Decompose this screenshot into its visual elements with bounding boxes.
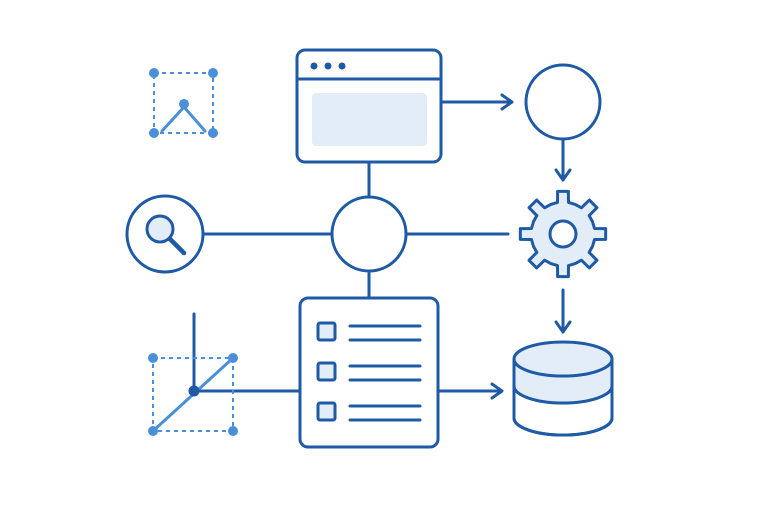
vertex-handle xyxy=(179,99,189,109)
arrowhead-checklist-database xyxy=(490,382,504,400)
database-band xyxy=(514,359,612,403)
selection-handle xyxy=(149,68,159,78)
magnifier-lens xyxy=(145,214,175,244)
window-content-area xyxy=(312,93,427,146)
checklist-row xyxy=(316,321,422,342)
checklist-row xyxy=(316,401,422,422)
window-dot xyxy=(338,62,346,70)
browser-window-icon xyxy=(295,48,443,164)
database-top xyxy=(512,340,614,378)
magnifier-handle xyxy=(167,236,187,256)
selection-handle xyxy=(228,353,238,363)
selection-handle xyxy=(208,68,218,78)
checklist-icon xyxy=(298,296,440,449)
search-icon xyxy=(125,194,205,274)
vector-selection-icon xyxy=(149,68,218,138)
gear-hole xyxy=(548,219,578,249)
arrowhead-output-gear xyxy=(554,168,572,182)
window-dot xyxy=(324,62,332,70)
vector-line-icon xyxy=(148,312,238,436)
arrowhead-gear-database xyxy=(554,320,572,334)
connectors xyxy=(192,93,572,400)
window-dot xyxy=(310,62,318,70)
database-icon xyxy=(512,340,614,437)
anchor-point xyxy=(188,385,200,397)
gear-icon xyxy=(518,189,608,279)
selection-handle xyxy=(149,128,159,138)
selection-handle xyxy=(148,353,158,363)
selection-handle xyxy=(148,426,158,436)
arrowhead-browser-output xyxy=(500,93,514,111)
checklist-row xyxy=(316,361,422,382)
hub-node xyxy=(330,195,408,273)
output-circle-node xyxy=(524,63,602,141)
selection-handle xyxy=(228,426,238,436)
selection-handle xyxy=(208,128,218,138)
